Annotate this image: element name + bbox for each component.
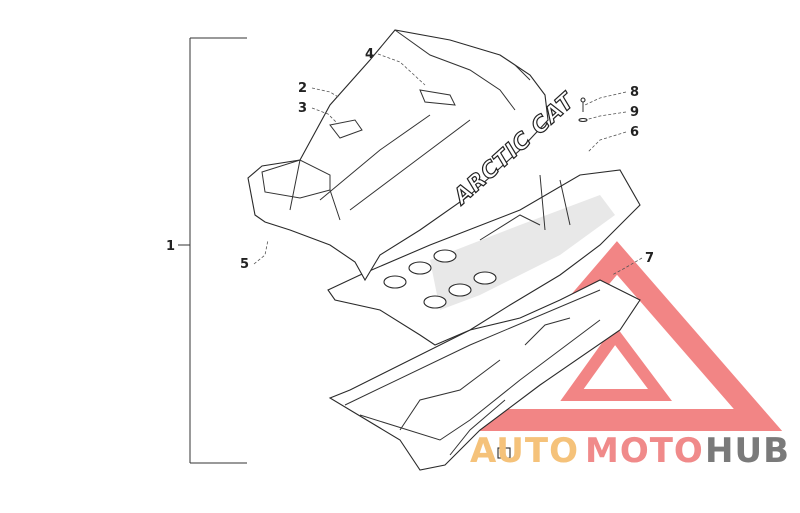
fastener-hardware xyxy=(578,97,588,123)
watermark-hub: HUB xyxy=(705,431,790,471)
callout-8-label: 8 xyxy=(630,85,639,100)
watermark-moto: MOTO xyxy=(585,431,704,471)
callout-6: 6 xyxy=(587,125,639,153)
callout-7: 7 xyxy=(611,251,654,276)
callout-5: 5 xyxy=(240,239,269,272)
callout-2: 2 xyxy=(298,81,341,99)
watermark-text: AUTO MOTO HUB xyxy=(470,431,790,471)
seat-pan xyxy=(327,169,641,346)
callout-9: 9 xyxy=(584,105,639,121)
callout-7-label: 7 xyxy=(645,251,654,266)
callout-9-label: 9 xyxy=(630,105,639,120)
assembly-bracket xyxy=(178,37,247,464)
callout-5-label: 5 xyxy=(240,257,249,272)
watermark-auto: AUTO xyxy=(470,431,579,471)
callout-1-label: 1 xyxy=(166,239,175,254)
callout-4-label: 4 xyxy=(365,47,374,62)
callout-1: 1 xyxy=(166,239,175,254)
callout-3: 3 xyxy=(298,101,339,125)
callout-4: 4 xyxy=(365,47,426,86)
callout-3-label: 3 xyxy=(298,101,307,116)
callout-6-label: 6 xyxy=(630,125,639,140)
callout-2-label: 2 xyxy=(298,81,307,96)
seat-base-tray xyxy=(328,279,641,471)
callout-8: 8 xyxy=(584,85,639,106)
